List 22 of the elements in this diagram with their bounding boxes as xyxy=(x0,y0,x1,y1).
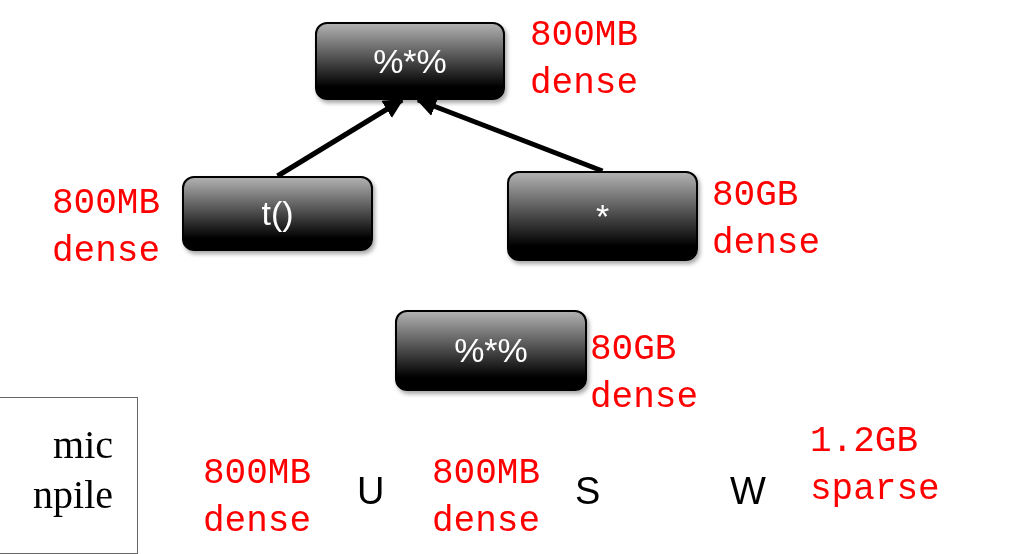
size-annotation: 80GB dense xyxy=(590,328,700,420)
size-annotation: 800MB dense xyxy=(432,452,542,544)
operator-label: * xyxy=(595,196,610,236)
note-text: mic npile xyxy=(32,421,113,519)
operator-label: %*% xyxy=(454,331,528,370)
operator-label: %*% xyxy=(373,41,447,81)
text-box xyxy=(0,397,138,554)
matrix-name: W xyxy=(730,470,766,513)
matrix-name: U xyxy=(357,470,385,513)
size-annotation: 800MB dense xyxy=(50,182,160,274)
size-annotation: 800MB dense xyxy=(203,452,313,544)
op-box xyxy=(395,310,587,391)
size-annotation: 1.2GB sparse xyxy=(810,420,941,512)
op-box xyxy=(507,171,698,261)
op-box xyxy=(182,176,373,251)
size-annotation: 80GB dense xyxy=(712,174,822,266)
operator-label: t() xyxy=(261,194,294,233)
arrow xyxy=(416,97,604,174)
op-box xyxy=(315,22,505,100)
arrow xyxy=(276,97,404,179)
matrix-name: S xyxy=(575,470,601,513)
size-annotation: 800MB dense xyxy=(530,14,640,106)
